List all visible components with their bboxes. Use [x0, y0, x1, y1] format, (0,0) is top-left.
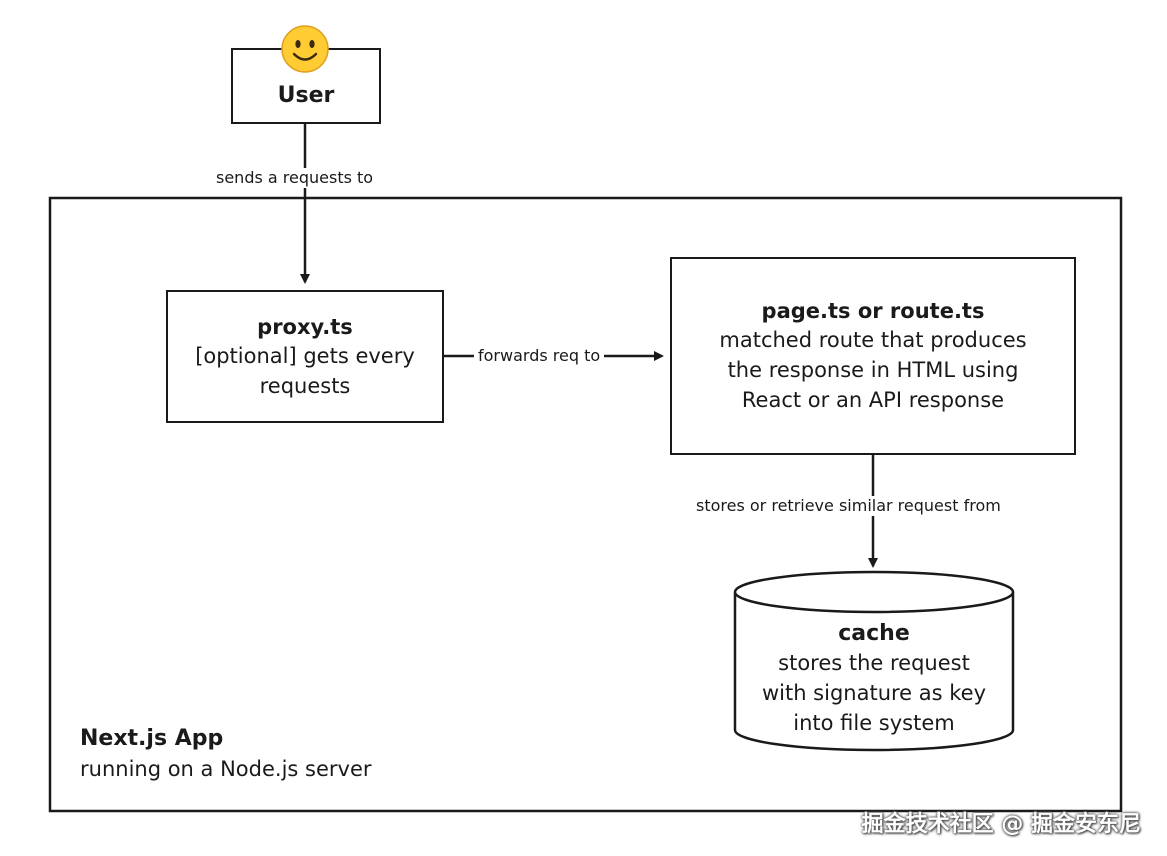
- edge-label-stores-retrieve: stores or retrieve similar request from: [694, 496, 1003, 516]
- nextjs-app-container: [48, 196, 1123, 813]
- page-route-description-line: React or an API response: [741, 388, 1005, 412]
- page-route-box: page.ts or route.ts matched route that p…: [670, 257, 1076, 455]
- edge-label-sends-requests: sends a requests to: [214, 168, 376, 188]
- proxy-box: proxy.ts [optional] gets every requests: [166, 290, 444, 423]
- proxy-description-line: requests: [259, 373, 351, 398]
- page-route-description-line: the response in HTML using: [727, 358, 1019, 382]
- cache-description-line: into file system: [793, 711, 955, 735]
- smiley-face-icon: [281, 25, 329, 73]
- nextjs-app-subtitle: running on a Node.js server: [80, 757, 372, 781]
- nextjs-app-title: Next.js App: [80, 726, 224, 751]
- cache-cylinder: [733, 570, 1015, 752]
- cache-title: cache: [838, 621, 910, 646]
- nextjs-app-label: Next.js App running on a Node.js server: [80, 724, 372, 784]
- cache-description-line: stores the request: [778, 651, 970, 675]
- page-route-title: page.ts or route.ts: [761, 299, 985, 323]
- watermark: 掘金技术社区 @ 掘金安东尼: [861, 812, 1141, 837]
- page-route-description-line: matched route that produces: [719, 328, 1027, 352]
- cache-text: cache stores the request with signature …: [735, 620, 1013, 738]
- proxy-description-line: [optional] gets every: [195, 343, 415, 368]
- cache-description-line: with signature as key: [761, 681, 987, 705]
- proxy-title: proxy.ts: [257, 314, 353, 339]
- edge-label-forwards-req: forwards req to: [474, 346, 605, 366]
- user-label: User: [277, 83, 335, 108]
